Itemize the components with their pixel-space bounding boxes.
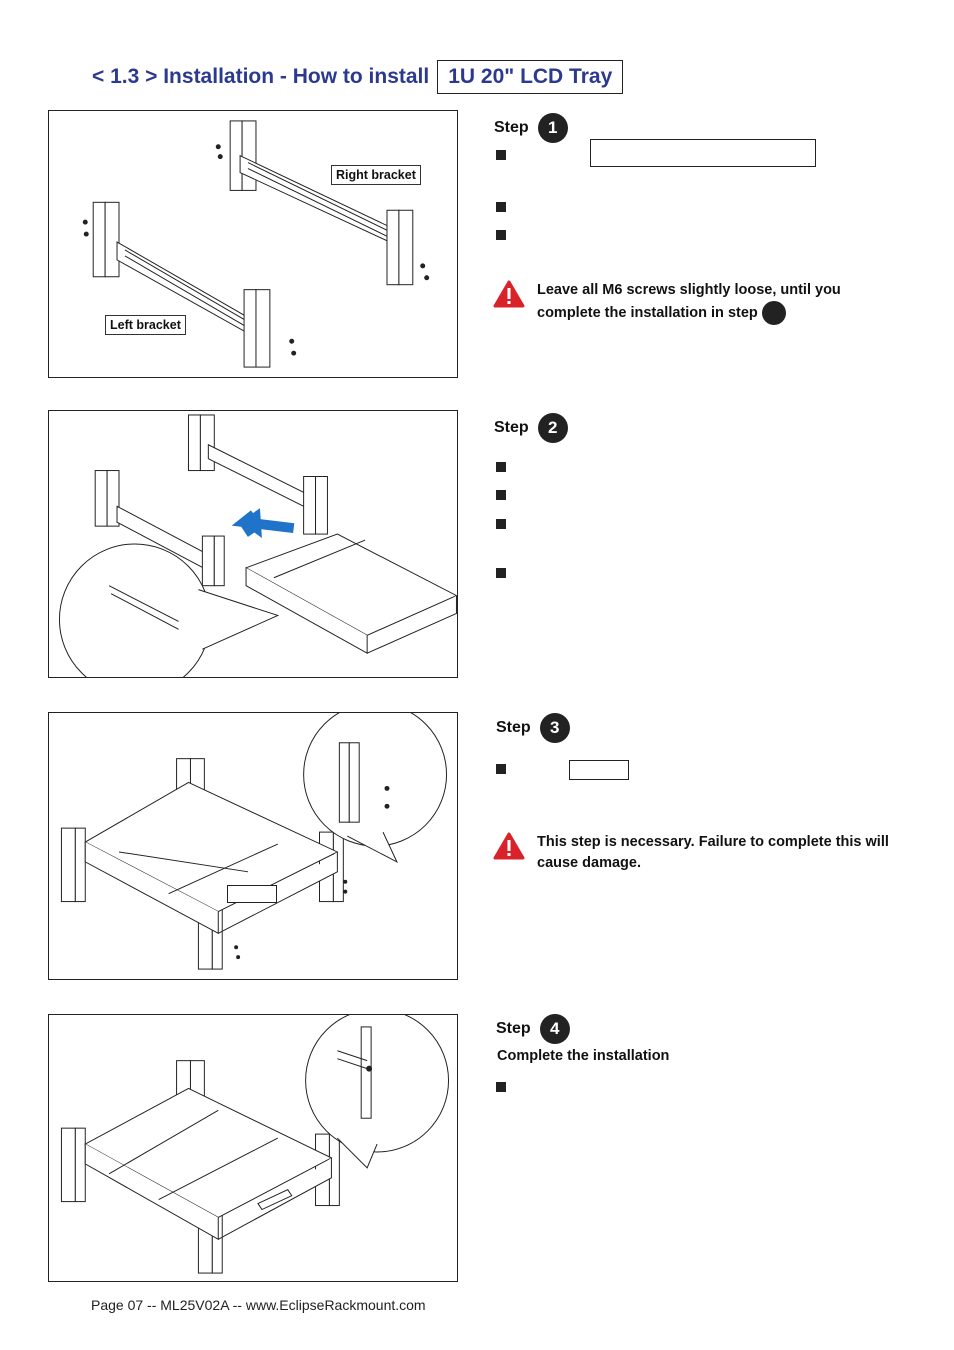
square-bullet-icon — [496, 202, 506, 212]
square-bullet-icon — [496, 150, 506, 160]
figure-step-1: Right bracket Left bracket — [48, 110, 458, 378]
page-title: < 1.3 > Installation - How to install 1U… — [92, 60, 624, 94]
square-bullet-icon — [496, 764, 506, 774]
step-1-label: Step — [494, 119, 529, 136]
step-4-label: Step — [496, 1020, 531, 1037]
left-bracket-label: Left bracket — [105, 315, 186, 335]
step-reference-dot — [761, 301, 786, 325]
square-bullet-icon — [496, 230, 506, 240]
square-bullet-icon — [496, 568, 506, 578]
step-4-subtitle: Complete the installation — [497, 1048, 670, 1064]
step-3-label: Step — [496, 719, 531, 736]
square-bullet-icon — [496, 1082, 506, 1092]
warning-triangle-icon — [493, 832, 525, 860]
step-2-number: 2 — [537, 413, 568, 443]
fig3-blank-label — [227, 885, 277, 903]
step-1-header: Step 1 — [494, 113, 568, 143]
step-4-header: Step 4 — [496, 1014, 570, 1044]
page-title-text: < 1.3 > Installation - How to install — [92, 65, 430, 88]
warning-triangle-icon — [493, 280, 525, 308]
tray-fastening-illustration — [60, 713, 448, 970]
step-4-number: 4 — [539, 1014, 570, 1044]
step-2-label: Step — [494, 419, 529, 436]
step-3-number: 3 — [539, 713, 570, 743]
blank-field — [569, 760, 629, 780]
step-3-warning-text: This step is necessary. Failure to compl… — [537, 834, 889, 871]
step-3-header: Step 3 — [496, 713, 570, 743]
blank-field — [590, 139, 816, 167]
step-1-warning: Leave all M6 screws slightly loose, unti… — [493, 280, 857, 325]
figure-step-3 — [48, 712, 458, 980]
page-footer: Page 07 -- ML25V02A -- www.EclipseRackmo… — [91, 1297, 426, 1313]
step-1-number: 1 — [537, 113, 568, 143]
step-2-header: Step 2 — [494, 413, 568, 443]
page-title-box: 1U 20" LCD Tray — [437, 60, 624, 94]
step-3-warning: This step is necessary. Failure to compl… — [493, 832, 907, 874]
arrow-head-icon — [240, 508, 262, 539]
square-bullet-icon — [496, 490, 506, 500]
tray-slide-in-illustration — [58, 414, 457, 677]
installation-complete-illustration — [60, 1015, 450, 1274]
figure-step-4 — [48, 1014, 458, 1282]
rack-brackets-illustration — [82, 120, 430, 368]
square-bullet-icon — [496, 462, 506, 472]
step-1-warning-text: Leave all M6 screws slightly loose, unti… — [537, 282, 841, 321]
figure-step-2 — [48, 410, 458, 678]
right-bracket-label: Right bracket — [331, 165, 421, 185]
square-bullet-icon — [496, 519, 506, 529]
